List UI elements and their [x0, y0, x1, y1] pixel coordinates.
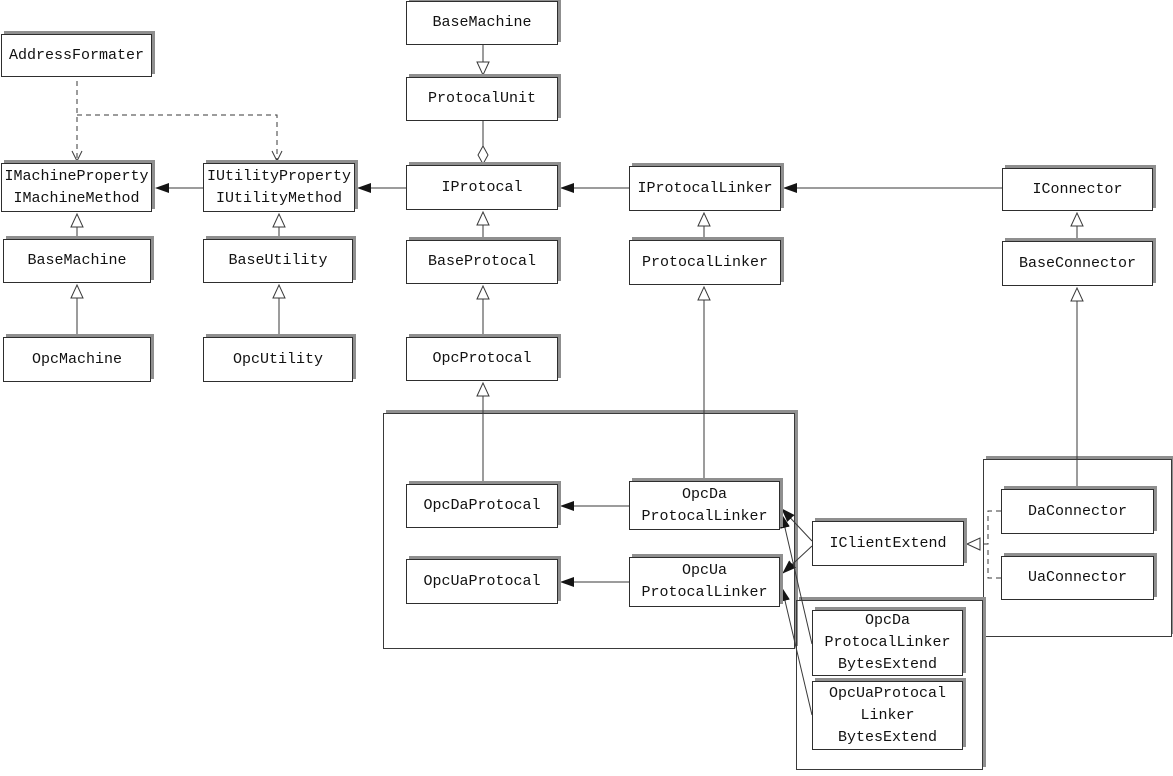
class-label: OpcDaProtocal: [423, 497, 541, 514]
class-label: IProtocal: [441, 178, 523, 196]
class-label: ProtocalLinker: [641, 253, 769, 271]
edge-addressformater-to-iutility: [77, 114, 283, 163]
class-label: IProtocalLinker: [637, 179, 773, 197]
class-label: OpcDa: [864, 612, 910, 629]
class-box-opc-utility: OpcUtility: [203, 337, 353, 382]
class-box-base-machine-top: BaseMachine: [406, 1, 558, 45]
group-opc-protocal: [383, 413, 795, 649]
class-label: ProtocalLinker: [641, 584, 768, 601]
class-label: ProtocalLinker: [824, 634, 951, 651]
class-label: Linker: [860, 706, 915, 724]
class-label: IUtilityProperty: [206, 167, 352, 185]
class-box-base-protocal: BaseProtocal: [406, 240, 558, 284]
class-label: IMachineMethod: [13, 189, 140, 207]
class-label: OpcUaProtocal: [828, 684, 947, 702]
class-label: DaConnector: [1027, 502, 1128, 520]
class-box-address-formater: AddressFormater: [1, 34, 152, 77]
class-label: IUtilityMethod: [215, 189, 343, 207]
class-box-ua-connector: UaConnector: [1001, 556, 1154, 600]
class-label: BaseMachine: [27, 252, 127, 269]
group-connectors: [983, 459, 1172, 637]
class-label: ProtocalUnit: [427, 90, 537, 107]
class-label: BytesExtend: [837, 728, 938, 746]
class-label: BaseUtility: [228, 252, 328, 269]
class-box-iprotocal-linker: IProtocalLinker: [629, 166, 781, 211]
class-label: BaseMachine: [432, 14, 532, 31]
class-box-opc-protocal: OpcProtocal: [406, 337, 558, 381]
class-box-iconnector: IConnector: [1002, 168, 1153, 211]
class-label: OpcProtocal: [432, 350, 532, 367]
class-box-base-utility: BaseUtility: [203, 239, 353, 283]
class-label: OpcUtility: [232, 350, 323, 368]
class-label: UaConnector: [1027, 569, 1128, 586]
class-box-protocal-unit: ProtocalUnit: [406, 77, 558, 121]
class-box-opcua-protocal: OpcUaProtocal: [406, 559, 558, 604]
class-label: AddressFormater: [8, 46, 145, 64]
class-label: OpcUaProtocal: [423, 572, 541, 590]
class-box-opcda-protocal: OpcDaProtocal: [406, 484, 558, 528]
class-box-iclient-extend: IClientExtend: [812, 521, 964, 566]
class-label: BytesExtend: [837, 656, 938, 673]
class-box-iprotocal: IProtocal: [406, 165, 558, 210]
class-box-opc-machine: OpcMachine: [3, 337, 151, 382]
class-label: OpcMachine: [31, 350, 122, 368]
class-label: ProtocalLinker: [641, 507, 768, 525]
class-label: OpcUa: [681, 562, 727, 579]
class-label: BaseConnector: [1018, 254, 1137, 272]
class-box-da-connector: DaConnector: [1001, 489, 1154, 534]
class-box-base-machine-left: BaseMachine: [3, 239, 151, 283]
class-box-protocal-linker: ProtocalLinker: [629, 240, 781, 285]
class-label: IMachineProperty: [4, 167, 149, 185]
class-label: IConnector: [1032, 180, 1123, 198]
class-label: OpcDa: [681, 485, 727, 503]
class-box-base-connector: BaseConnector: [1002, 241, 1153, 286]
class-label: IClientExtend: [829, 534, 947, 552]
class-label: BaseProtocal: [427, 253, 537, 270]
